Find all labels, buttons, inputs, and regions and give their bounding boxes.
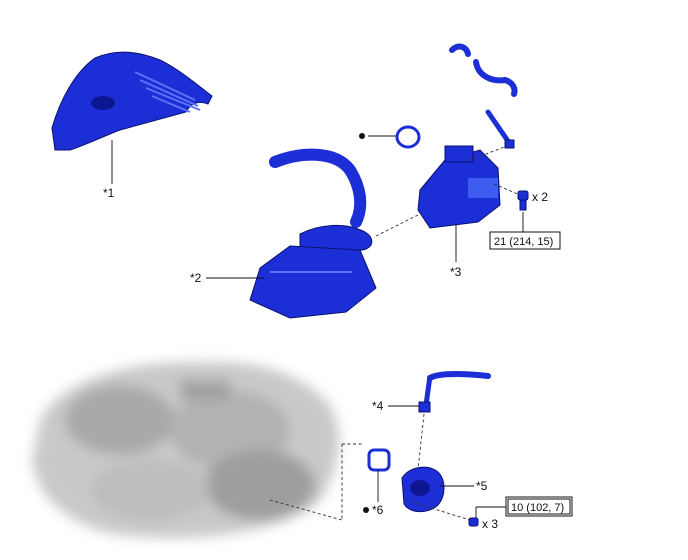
torque-upper: 21 (214, 15) — [494, 236, 553, 248]
gasket-6-dot-marker — [363, 507, 369, 513]
upper-bolt-qty: x 2 — [532, 190, 548, 204]
dash-hose-canister — [469, 145, 508, 161]
label-p4: *4 — [372, 399, 384, 413]
upper-hose-part[interactable] — [449, 43, 518, 97]
torque-lower: 10 (102, 7) — [511, 502, 564, 514]
dash-pump-bolt — [404, 499, 471, 521]
gasket-ring-part[interactable] — [395, 125, 421, 149]
label-p6: *6 — [372, 503, 384, 517]
vacuum-hose-part[interactable] — [485, 109, 515, 149]
intake-hose-part[interactable] — [269, 148, 373, 254]
torque-box-upper — [489, 231, 561, 250]
torque-box-lower-inner — [507, 498, 571, 515]
label-p5: *5 — [476, 479, 488, 493]
upper-bolt-part[interactable] — [517, 190, 529, 211]
label-p2: *2 — [190, 271, 202, 285]
lower-bolt-part[interactable] — [468, 517, 479, 527]
engine-cover-part[interactable] — [51, 51, 213, 151]
label-p1: *1 — [103, 186, 115, 200]
canister-part[interactable] — [417, 145, 501, 229]
gasket-dot-marker — [359, 133, 365, 139]
air-cleaner-part[interactable] — [249, 245, 377, 319]
vacuum-pump-part[interactable] — [401, 466, 445, 513]
dash-hose-pump — [417, 413, 425, 471]
lower-gasket-part[interactable] — [367, 448, 391, 472]
lower-hose-part[interactable] — [418, 371, 491, 413]
dash-bolt — [493, 183, 521, 196]
dash-intake-canister — [375, 213, 421, 237]
engine-background — [32, 361, 339, 539]
label-p3: *3 — [450, 265, 462, 279]
callout-line-engine — [269, 499, 343, 521]
lower-bolt-qty: x 3 — [482, 517, 498, 531]
